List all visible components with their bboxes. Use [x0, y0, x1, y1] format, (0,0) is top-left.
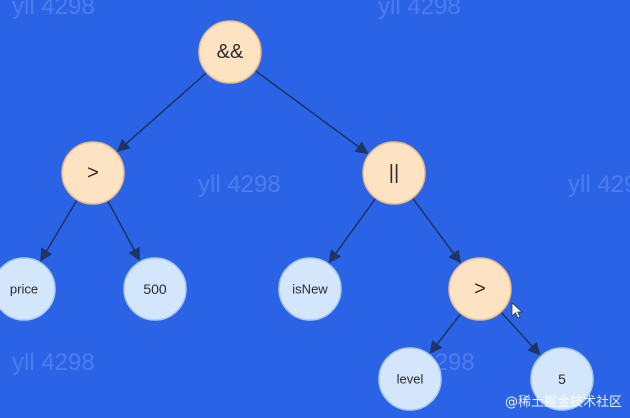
- node-and-label: &&: [217, 41, 244, 63]
- node-isnew: isNew: [278, 257, 342, 321]
- node-500-circle: [123, 257, 187, 321]
- edges: [40, 70, 541, 356]
- node-level: level: [378, 347, 442, 411]
- node-gt2-label: >: [474, 278, 486, 300]
- edge-or-to-isnew: [328, 198, 376, 264]
- edge-and-to-gt1: [116, 72, 207, 153]
- node-5-label: 5: [558, 371, 566, 387]
- nodes: && > || price 500 isNew > level: [0, 20, 594, 411]
- watermark-5: yll 4298: [12, 349, 95, 376]
- node-price-circle: [0, 257, 56, 321]
- node-and: &&: [198, 20, 262, 84]
- node-gt1-circle: [61, 141, 125, 205]
- node-gt1-label: >: [87, 162, 99, 184]
- node-price-label: price: [10, 282, 38, 297]
- node-gt2: >: [448, 257, 512, 321]
- node-level-circle: [378, 347, 442, 411]
- edge-gt2-to-level: [429, 313, 461, 354]
- node-price: price: [0, 257, 56, 321]
- watermark-4: yll 4298: [568, 171, 630, 198]
- node-and-circle: [198, 20, 262, 84]
- node-level-label: level: [397, 372, 424, 387]
- edge-and-to-or: [255, 70, 369, 155]
- node-5-circle: [530, 347, 594, 411]
- node-gt2-circle: [448, 257, 512, 321]
- edge-gt1-to-price: [40, 200, 78, 262]
- node-isnew-circle: [278, 257, 342, 321]
- edge-gt2-to-5: [500, 312, 541, 356]
- node-isnew-label: isNew: [292, 282, 328, 297]
- node-or-label: ||: [389, 162, 399, 184]
- watermark-1: yll 4298: [12, 0, 95, 20]
- edge-gt1-to-500: [107, 200, 141, 262]
- node-or: ||: [362, 141, 426, 205]
- node-5: 5: [530, 347, 594, 411]
- watermark-2: yll 4298: [378, 0, 461, 20]
- node-500: 500: [123, 257, 187, 321]
- mouse-cursor-icon: [511, 302, 524, 319]
- node-or-circle: [362, 141, 426, 205]
- watermark-3: yll 4298: [198, 171, 281, 198]
- node-gt1: >: [61, 141, 125, 205]
- footer-source-mark: @稀土掘金技术社区: [505, 394, 622, 410]
- edge-or-to-gt2: [412, 198, 462, 264]
- node-500-label: 500: [143, 281, 167, 297]
